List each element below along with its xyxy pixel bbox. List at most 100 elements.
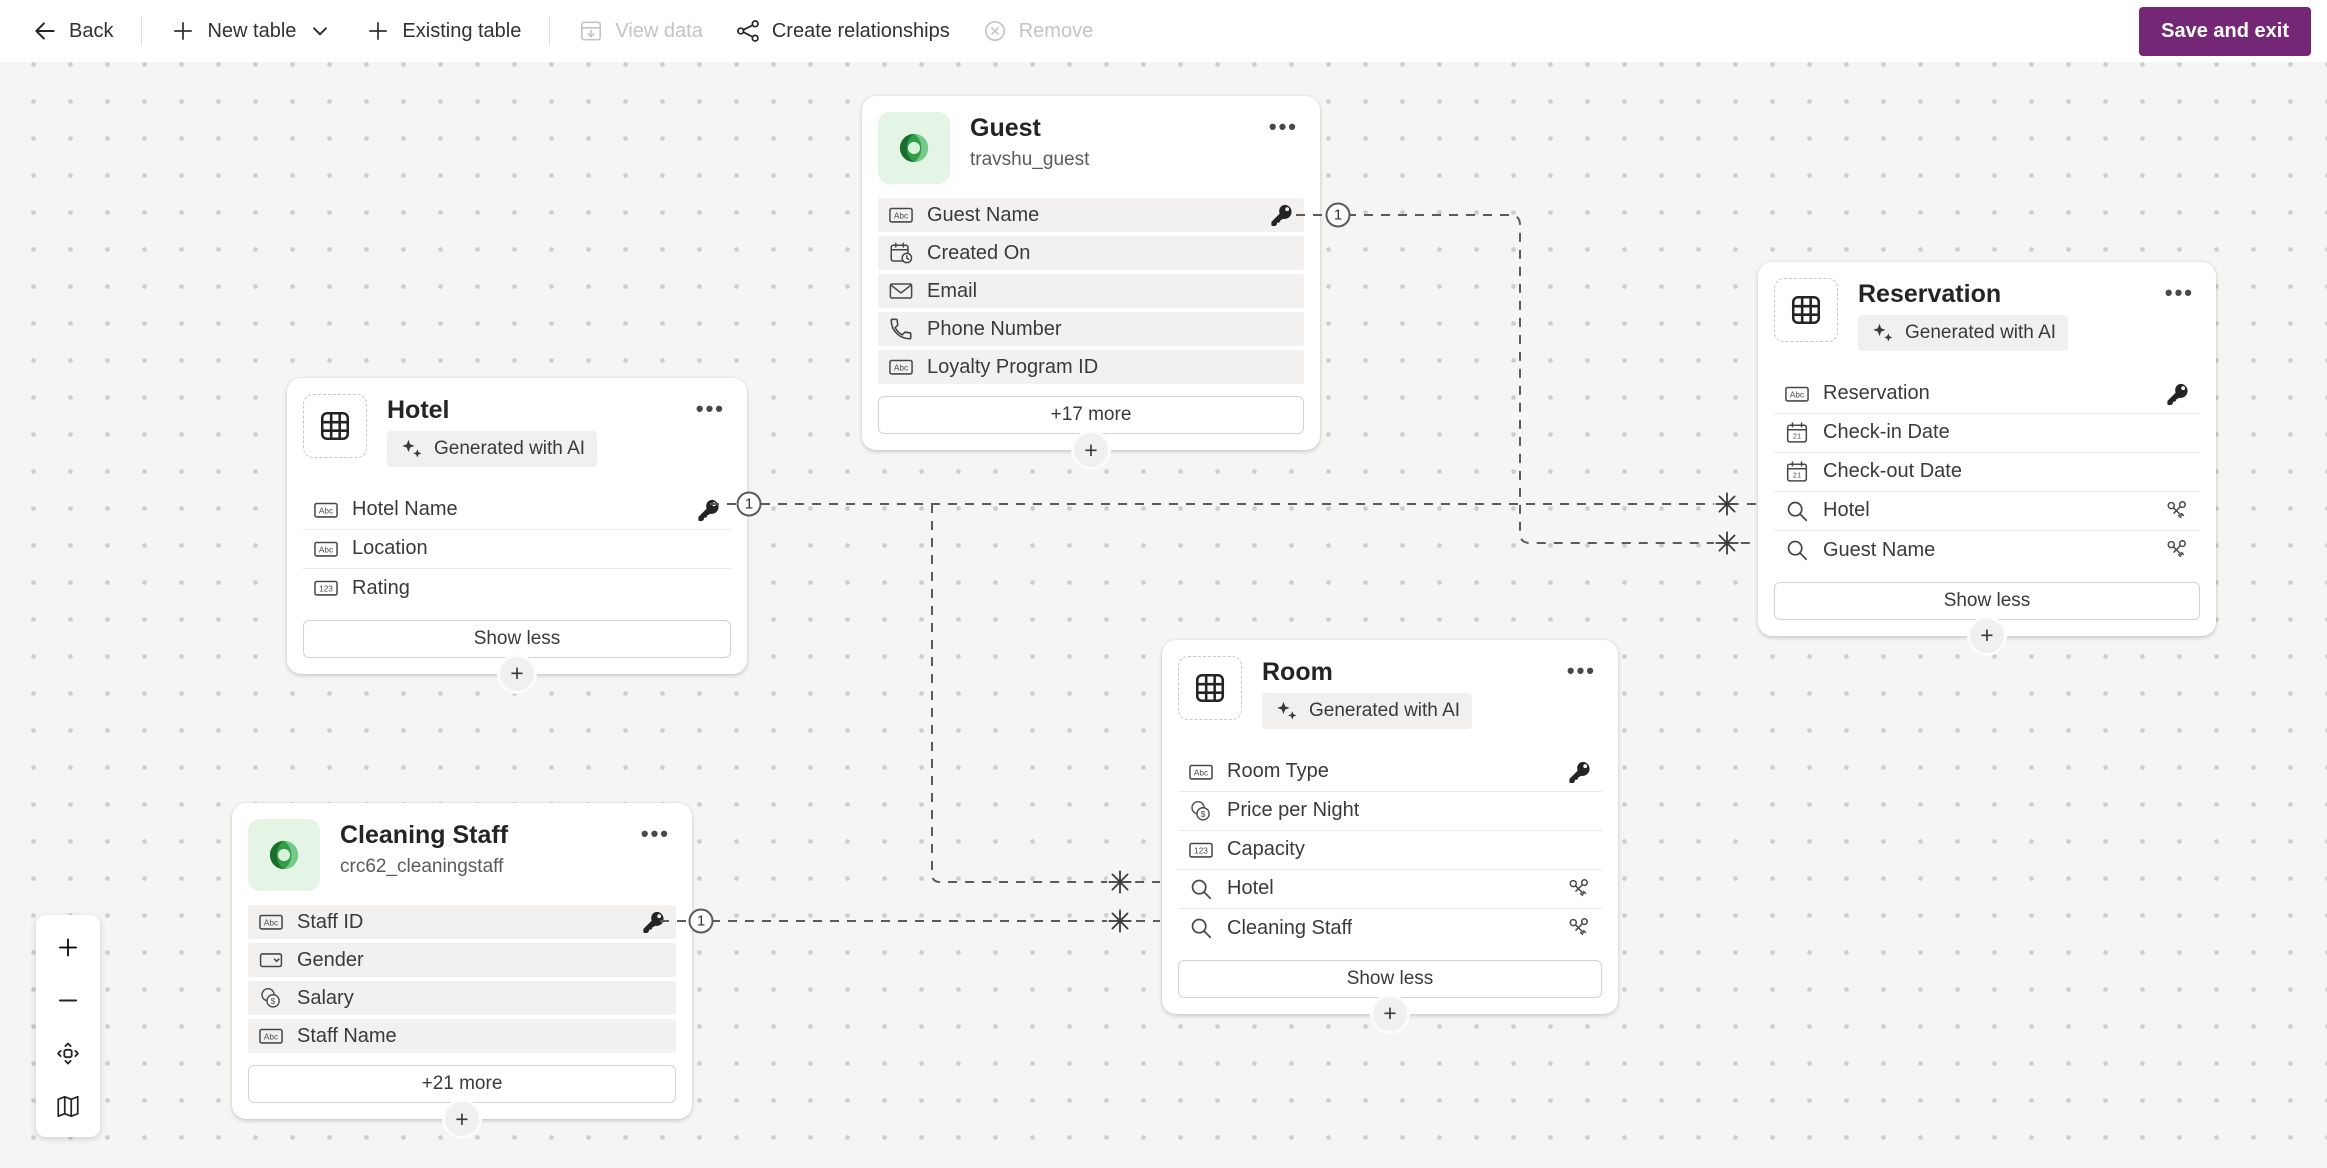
add-field-button[interactable] [1071,430,1111,470]
minimap-button[interactable] [36,1079,100,1132]
field-row[interactable]: Email [878,274,1304,308]
generated-with-ai-badge: Generated with AI [1858,314,2069,351]
add-field-button[interactable] [1967,615,2007,656]
more-menu-button[interactable] [1561,656,1602,686]
table-icon [1774,278,1838,342]
field-row[interactable]: Abc Staff Name [248,1019,676,1053]
field-row[interactable]: Abc Location [303,529,731,569]
show-more-fields-button[interactable]: +21 more [248,1065,676,1103]
view-data-button: View data [562,8,718,54]
sparkle-icon [399,436,425,462]
many-marker-reservation-hotel [1712,489,1742,519]
sparkle-icon [1274,698,1300,724]
plus-icon [55,934,81,960]
zoom-out-button[interactable] [36,973,100,1026]
field-row[interactable]: 21 Check-in Date [1774,413,2200,453]
save-and-exit-button[interactable]: Save and exit [2139,6,2311,56]
show-less-button[interactable]: Show less [303,619,731,658]
show-less-button[interactable]: Show less [1178,959,1602,998]
more-menu-button[interactable] [635,819,676,849]
svg-text:$: $ [1201,808,1206,818]
table-card-guest[interactable]: Guest travshu_guest Abc Guest Name Creat… [862,96,1320,470]
field-label: Cleaning Staff [1227,916,1353,939]
field-row[interactable]: Abc Staff ID [248,905,676,939]
field-row[interactable]: Phone Number [878,312,1304,346]
field-label: Hotel Name [352,498,458,520]
field-label: Salary [297,986,354,1009]
more-menu-button[interactable] [2159,278,2200,308]
field-row[interactable]: Hotel [1178,869,1602,909]
add-field-button[interactable] [442,1099,482,1139]
lookup-icon [1784,537,1810,563]
field-row[interactable]: Abc Reservation [1774,374,2200,414]
field-label: Location [352,537,428,559]
show-less-button[interactable]: Show less [1774,581,2200,620]
more-menu-button[interactable] [690,394,731,424]
existing-table-label: Existing table [402,19,522,42]
plus-icon [170,18,196,44]
field-row[interactable]: Abc Room Type [1178,752,1602,792]
field-row[interactable]: 123 Capacity [1178,830,1602,870]
field-row[interactable]: $ Salary [248,981,676,1015]
show-more-fields-button[interactable]: +17 more [878,396,1304,434]
field-row[interactable]: Hotel [1774,491,2200,531]
field-label: Hotel [1227,877,1274,899]
text-field-icon: Abc [888,354,914,380]
existing-table-button[interactable]: Existing table [349,8,537,54]
field-row[interactable]: Cleaning Staff [1178,908,1602,948]
primary-key-icon [1566,759,1592,785]
table-card-room[interactable]: Room Generated with AI Abc Room Type $ P… [1162,640,1618,1034]
field-label: Capacity [1227,838,1305,860]
more-menu-button[interactable] [1263,112,1304,142]
table-title: Hotel [387,396,450,424]
table-title: Room [1262,658,1333,686]
text-field-icon: Abc [1784,381,1810,407]
minus-icon [55,987,81,1013]
svg-text:Abc: Abc [264,919,278,928]
zoom-in-button[interactable] [36,920,100,973]
canvas-controls [36,915,100,1137]
new-table-label: New table [207,19,297,42]
create-relationships-button[interactable]: Create relationships [719,8,966,54]
add-field-button[interactable] [497,653,537,694]
field-row[interactable]: Created On [878,236,1304,270]
one-marker-cleaning-staff: 1 [688,908,714,934]
table-title: Guest [970,114,1041,142]
fit-view-button[interactable] [36,1026,100,1079]
field-row[interactable]: Gender [248,943,676,977]
one-marker-hotel: 1 [736,491,762,517]
new-table-button[interactable]: New table [154,8,349,54]
svg-text:21: 21 [1793,470,1801,479]
text-field-icon: Abc [313,497,339,523]
text-field-icon: Abc [258,1023,284,1049]
field-row[interactable]: Abc Hotel Name [303,490,731,530]
choice-field-icon [258,947,284,973]
many-marker-reservation-guest [1712,528,1742,558]
primary-key-icon [1268,202,1294,228]
toolbar-divider [549,16,551,46]
erd-canvas[interactable]: Guest travshu_guest Abc Guest Name Creat… [0,62,2327,1168]
date-field-icon: 21 [1784,459,1810,485]
svg-text:Abc: Abc [894,212,908,221]
field-label: Check-out Date [1823,460,1962,482]
field-row[interactable]: $ Price per Night [1178,791,1602,831]
field-row[interactable]: 123 Rating [303,568,731,608]
foreign-keys-icon [2164,498,2190,524]
field-label: Gender [297,948,364,971]
back-button[interactable]: Back [16,8,129,54]
add-field-button[interactable] [1370,993,1410,1034]
currency-icon: $ [258,985,284,1011]
table-card-reservation[interactable]: Reservation Generated with AI Abc Reserv… [1758,262,2216,656]
table-card-hotel[interactable]: Hotel Generated with AI Abc Hotel Name A… [287,378,747,694]
field-label: Staff ID [297,910,364,933]
field-row[interactable]: Abc Loyalty Program ID [878,350,1304,384]
field-row[interactable]: Abc Guest Name [878,198,1304,232]
field-label: Loyalty Program ID [927,355,1099,378]
field-row[interactable]: 21 Check-out Date [1774,452,2200,492]
svg-text:$: $ [271,996,276,1006]
generated-with-ai-badge: Generated with AI [387,430,598,467]
toolbar-divider [141,16,143,46]
table-card-cleaning-staff[interactable]: Cleaning Staff crc62_cleaningstaff Abc S… [232,803,692,1139]
field-row[interactable]: Guest Name [1774,530,2200,570]
field-label: Rating [352,576,410,599]
